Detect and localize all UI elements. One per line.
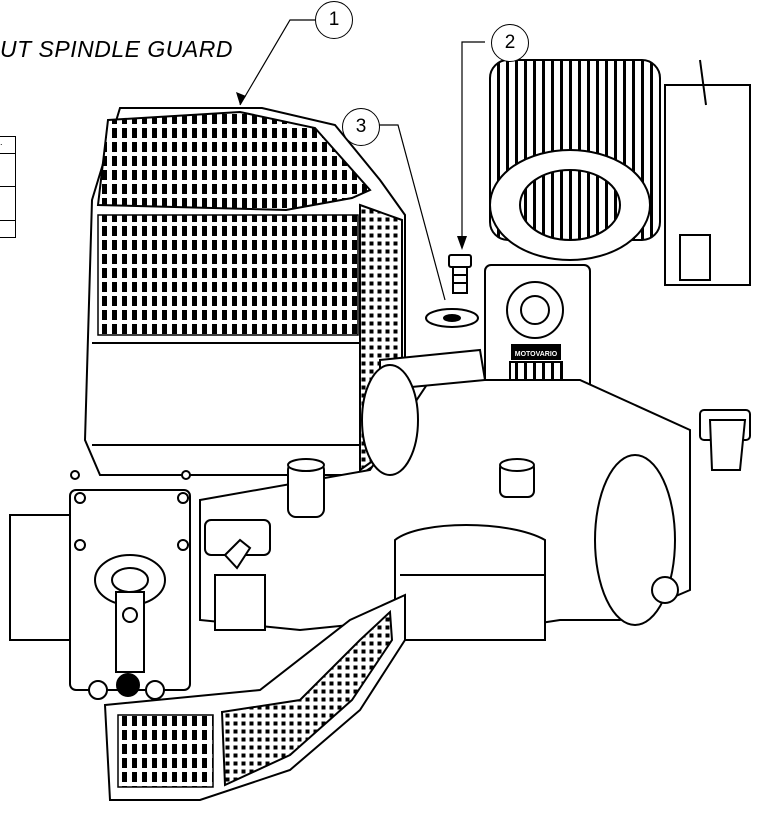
leader-1 [239,19,315,106]
arrowhead-1 [236,92,246,105]
callout-3: 3 [342,108,380,146]
arrowhead-2 [457,236,467,250]
table-row [0,187,16,221]
table-row [0,221,16,238]
spindle-assembly [9,470,271,700]
spindle-guard-upper [83,107,406,476]
leader-2 [461,41,485,242]
motor-decal: MOTOVARIO [515,351,558,358]
callout-2: 2 [491,24,529,62]
washer [425,308,479,328]
leader-lines [239,19,485,301]
table-row: . [0,136,16,154]
bolt [448,254,472,294]
motor [489,59,751,286]
leader-3 [378,124,446,301]
parts-table-fragment: . [0,136,16,238]
callout-1: 1 [315,1,353,39]
table-row [0,153,16,187]
base-body [199,348,751,642]
drawing-title: UT SPINDLE GUARD [0,36,233,62]
spindle-guard-lower [103,593,406,801]
